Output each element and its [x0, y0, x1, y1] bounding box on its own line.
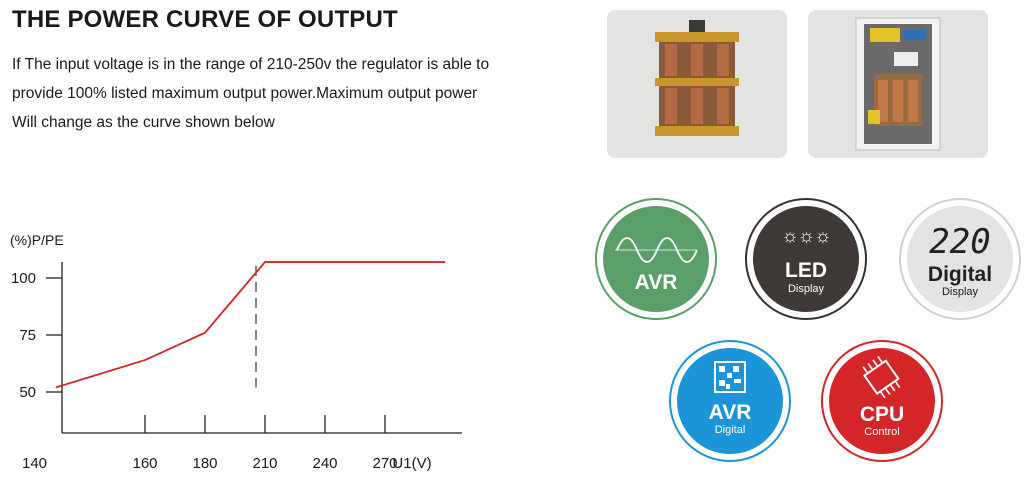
x-axis-label: U1(V) [392, 455, 431, 472]
description-line: provide 100% listed maximum output power… [12, 85, 478, 102]
x-tick-label: 160 [132, 455, 157, 472]
sine-wave-icon [615, 237, 698, 263]
y-tick-label: 75 [19, 327, 36, 344]
cpu-sublabel: Control [864, 426, 900, 438]
avr-digital-sublabel: Digital [714, 424, 746, 436]
x-tick-label: 210 [252, 455, 277, 472]
description: If The input voltage is in the range of … [12, 50, 572, 137]
page-title: THE POWER CURVE OF OUTPUT [12, 6, 398, 33]
transformer-photo [607, 10, 787, 158]
avr-digital-label: AVR [708, 401, 752, 424]
led-sublabel: Display [787, 283, 825, 295]
y-tick-label: 100 [11, 270, 36, 287]
y-axis-label: (%)P/PE [10, 232, 64, 248]
avr-label: AVR [634, 271, 678, 294]
avr-digital-badge: AVR Digital [669, 340, 791, 462]
cpu-label: CPU [859, 403, 905, 426]
led-label: LED [785, 259, 827, 282]
digital-display-badge: 220 Digital Display [899, 198, 1021, 320]
x-tick-label: 180 [192, 455, 217, 472]
sun-icons: ☼☼☼ [781, 226, 831, 247]
x-tick-label: 270 [372, 455, 397, 472]
digital-sublabel: Display [941, 286, 979, 298]
description-line: If The input voltage is in the range of … [12, 56, 490, 73]
cabinet-photo [808, 10, 988, 158]
cpu-control-badge: CPU Control [821, 340, 943, 462]
x-tick-label: 140 [22, 455, 47, 472]
power-curve-line [55, 261, 445, 389]
x-tick-label: 240 [312, 455, 337, 472]
avr-badge: AVR [595, 198, 717, 320]
digital-label: Digital [927, 263, 993, 286]
digital-readout: 220 [929, 222, 991, 262]
y-tick-label: 50 [19, 384, 36, 401]
chip-icon [862, 355, 901, 399]
description-line: Will change as the curve shown below [12, 114, 275, 131]
led-display-badge: ☼☼☼ LED Display [745, 198, 867, 320]
qr-code-icon [714, 361, 746, 393]
